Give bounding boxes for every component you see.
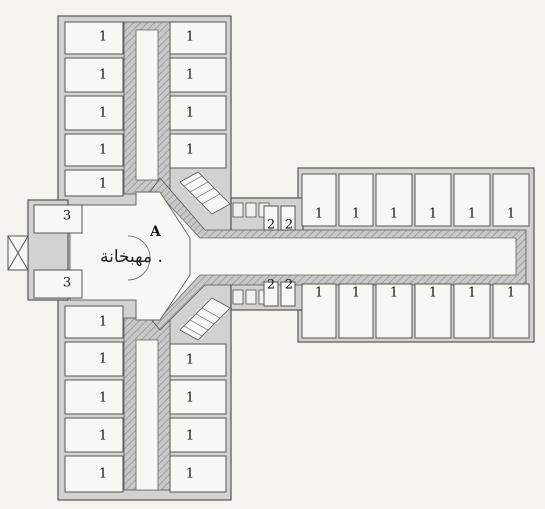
stair-treads (183, 175, 221, 337)
room-labels-arm-top: 1 1 1 1 1 1 (315, 207, 515, 222)
room-label: 1 (99, 429, 107, 444)
room-label: 1 (186, 106, 194, 121)
rooms (33, 21, 530, 493)
room-label: 1 (99, 352, 107, 367)
room-label: 2 (285, 218, 293, 233)
room-label: 1 (315, 207, 323, 222)
room-label: 1 (99, 143, 107, 158)
room-label: 2 (267, 278, 275, 293)
room-label: 1 (390, 286, 398, 301)
room-label: 1 (99, 315, 107, 330)
room-label: 1 (468, 207, 476, 222)
hall-script-label: مهبخانة . (100, 247, 163, 267)
room-label: 1 (186, 143, 194, 158)
room-label: 1 (429, 286, 437, 301)
room-label: 1 (507, 286, 515, 301)
central-hall (69, 191, 191, 321)
room-label: 1 (186, 429, 194, 444)
room-label: 1 (99, 106, 107, 121)
room-label: 3 (63, 209, 71, 224)
room-label: 1 (186, 353, 194, 368)
room-label: 1 (99, 30, 107, 45)
room-labels-end: 3 3 (63, 209, 71, 291)
room-labels-west-top: 1 1 1 1 1 (99, 30, 107, 192)
room-label: 1 (99, 68, 107, 83)
room-label: 1 (352, 286, 360, 301)
room-labels-small: 2 2 2 2 (267, 218, 293, 293)
room-label: 2 (267, 218, 275, 233)
room-label: 1 (315, 286, 323, 301)
room-label: 2 (285, 278, 293, 293)
room-label: 1 (429, 207, 437, 222)
room-label: 1 (99, 391, 107, 406)
corridor-strips (135, 29, 517, 491)
room-label: 1 (186, 30, 194, 45)
room-label: 1 (468, 286, 476, 301)
room-label: 1 (186, 391, 194, 406)
room-label: 1 (390, 207, 398, 222)
room-label: 1 (186, 68, 194, 83)
room-label: 1 (99, 177, 107, 192)
entrance-box (7, 235, 29, 271)
room-labels-arm-bottom: 1 1 1 1 1 1 (315, 286, 515, 301)
room-label: 1 (99, 467, 107, 482)
room-label: 3 (63, 276, 71, 291)
room-labels-west-bottom: 1 1 1 1 1 (99, 315, 107, 482)
room-labels-east-top: 1 1 1 1 (186, 30, 194, 158)
room-label: 1 (507, 207, 515, 222)
room-label: 1 (186, 467, 194, 482)
room-label: 1 (352, 207, 360, 222)
hall-door-arc (127, 235, 151, 281)
hall-marker: A (149, 224, 162, 240)
room-labels-east-bottom: 1 1 1 1 (186, 353, 194, 482)
